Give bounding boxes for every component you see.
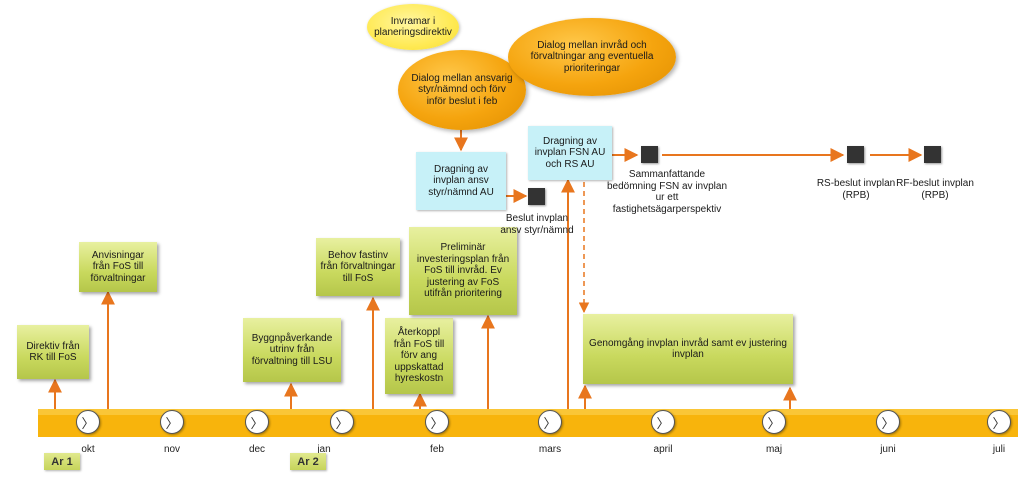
- month-label: maj: [765, 444, 783, 455]
- box-genomgang: Genomgång invplan invråd samt ev justeri…: [583, 314, 793, 384]
- ellipse-dialog-invrad: Dialog mellan invråd och förvaltningar a…: [508, 18, 676, 96]
- clock-icon: 〉: [76, 410, 100, 434]
- month-label: juni: [880, 444, 896, 455]
- month-label: mars: [538, 444, 562, 455]
- ellipse-dialog-ansvarig: Dialog mellan ansvarig styr/nämnd och fö…: [398, 50, 526, 130]
- box-dragning2: Dragning av invplan FSN AU och RS AU: [528, 126, 612, 180]
- month-label: feb: [430, 444, 444, 455]
- clock-icon: 〉: [245, 410, 269, 434]
- clock-icon: 〉: [538, 410, 562, 434]
- clock-icon: 〉: [762, 410, 786, 434]
- year-badge-2: Ar 2: [290, 453, 326, 470]
- month-label: april: [653, 444, 673, 455]
- clock-icon: 〉: [160, 410, 184, 434]
- milestone-beslut-marker: [528, 188, 545, 205]
- box-anvisningar: Anvisningar från FoS till förvaltningar: [79, 242, 157, 292]
- box-direktiv: Direktiv från RK till FoS: [17, 325, 89, 379]
- box-preliminar: Preliminär investeringsplan från FoS til…: [409, 227, 517, 315]
- clock-icon: 〉: [425, 410, 449, 434]
- milestone-beslut-label: Beslut invplan ansv styr/nämnd: [500, 213, 574, 236]
- milestone-sammanfattande-label: Sammanfattande bedömning FSN av invplan …: [606, 169, 728, 215]
- clock-icon: 〉: [330, 410, 354, 434]
- box-dragning1: Dragning av invplan ansv styr/nämnd AU: [416, 152, 506, 210]
- milestone-rf-beslut-label: RF-beslut invplan (RPB): [896, 178, 974, 201]
- clock-icon: 〉: [987, 410, 1011, 434]
- clock-icon: 〉: [876, 410, 900, 434]
- ellipse-invramar: Invramar i planeringsdirektiv: [367, 4, 459, 50]
- month-label: dec: [248, 444, 266, 455]
- box-aterkoppl: Återkoppl från FoS till förv ang uppskat…: [385, 318, 453, 394]
- year-badge-1: Ar 1: [44, 453, 80, 470]
- milestone-rs-beslut-marker: [847, 146, 864, 163]
- milestone-rf-beslut-marker: [924, 146, 941, 163]
- month-label: okt: [81, 444, 95, 455]
- milestone-rs-beslut-label: RS-beslut invplan (RPB): [816, 178, 896, 201]
- milestone-sammanfattande-marker: [641, 146, 658, 163]
- month-label: juli: [992, 444, 1006, 455]
- month-label: jan: [317, 444, 331, 455]
- box-byggnad: Byggnpåverkande utrinv från förvaltning …: [243, 318, 341, 382]
- month-label: nov: [163, 444, 181, 455]
- box-behov: Behov fastinv från förvaltningar till Fo…: [316, 238, 400, 296]
- clock-icon: 〉: [651, 410, 675, 434]
